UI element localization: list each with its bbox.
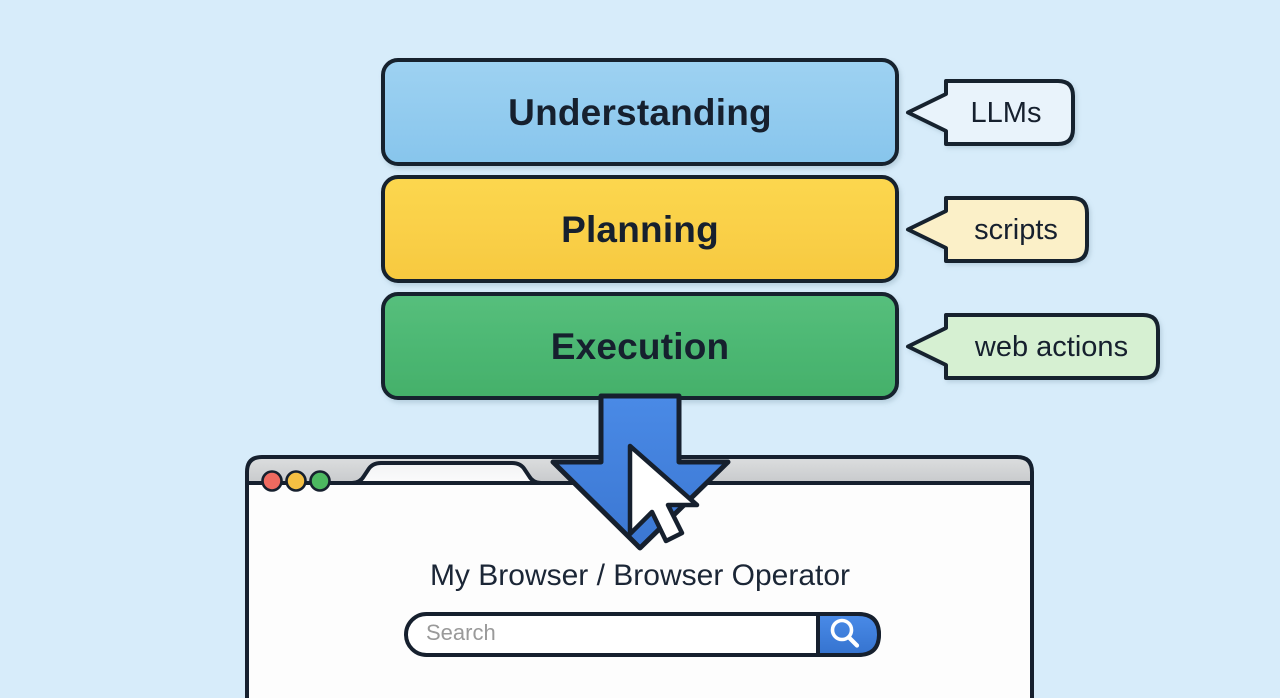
callout-llms[interactable] <box>906 79 1075 146</box>
execution-label: Execution <box>550 326 730 367</box>
mouse-cursor <box>627 443 700 544</box>
traffic-light-minimize[interactable] <box>285 470 307 492</box>
layer-planning[interactable] <box>381 175 899 283</box>
traffic-light-close[interactable] <box>261 470 283 492</box>
search-icon <box>830 618 860 648</box>
planning-label: Planning <box>561 209 719 250</box>
mouse-cursor-shape <box>627 443 700 544</box>
understanding-box[interactable] <box>381 58 899 166</box>
callout-scripts[interactable] <box>906 196 1089 263</box>
callout-web-actions[interactable] <box>906 313 1160 380</box>
understanding-label: Understanding <box>508 92 772 133</box>
callout-scripts-bubble[interactable] <box>906 196 1089 263</box>
callout-llms-label: LLMs <box>970 97 1042 129</box>
traffic-light-maximize[interactable] <box>309 470 331 492</box>
search-bar[interactable] <box>404 612 881 657</box>
browser-page-title: My Browser / Browser Operator <box>429 559 851 592</box>
browser-tab[interactable] <box>338 461 555 485</box>
callout-llms-bubble[interactable] <box>906 79 1075 146</box>
callout-web-actions-label: web actions <box>974 331 1129 363</box>
search-placeholder-text: Search <box>426 620 496 645</box>
layer-understanding[interactable] <box>381 58 899 166</box>
callout-web-actions-bubble[interactable] <box>906 313 1160 380</box>
callout-scripts-label: scripts <box>974 214 1058 246</box>
planning-box[interactable] <box>381 175 899 283</box>
